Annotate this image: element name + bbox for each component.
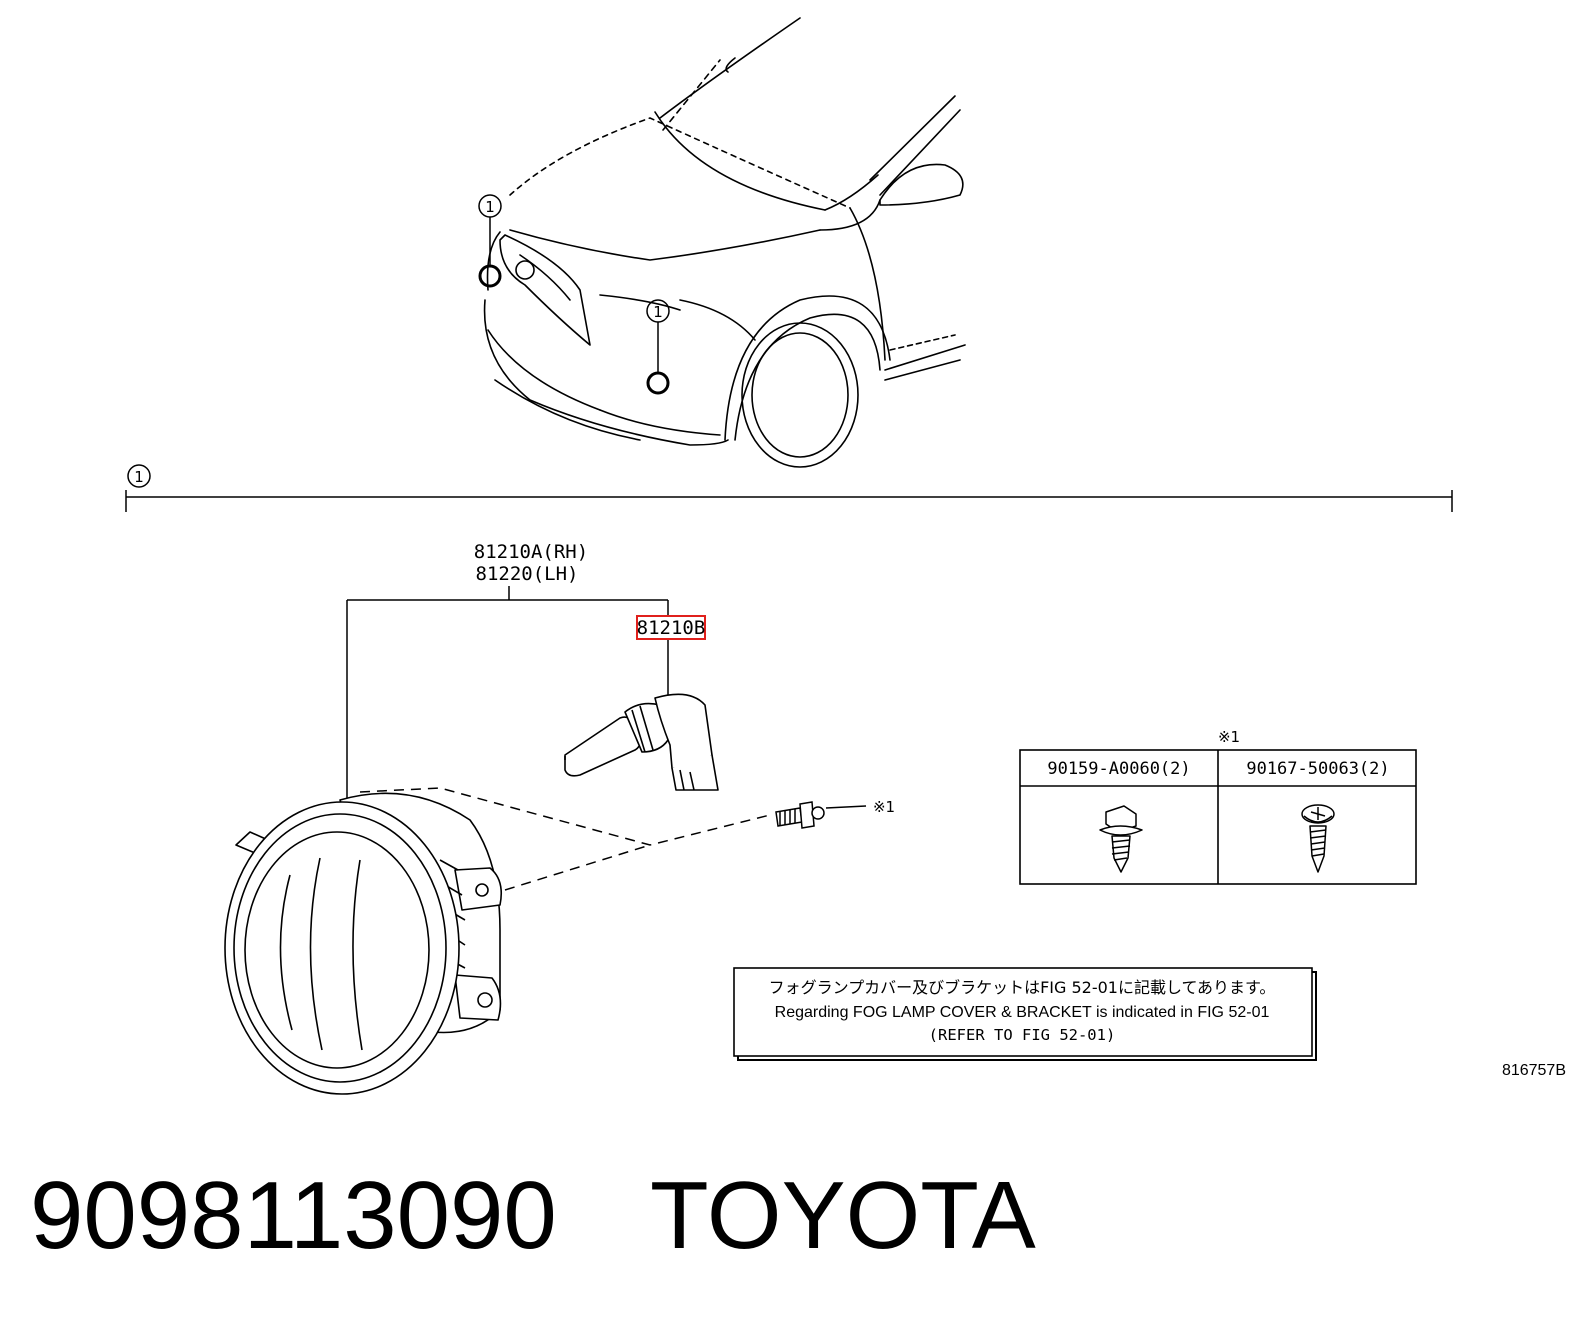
assembly-lines [359, 787, 771, 891]
note-english: Regarding FOG LAMP COVER & BRACKET is in… [775, 1004, 1270, 1021]
fastener-table [1019, 749, 1417, 885]
callout-number-right: 1 [653, 303, 663, 321]
fog-lamp-location-left [478, 264, 502, 288]
section-callout-number: 1 [134, 468, 144, 486]
fastener-part-1: 90159-A0060(2) [1047, 759, 1190, 779]
part-label-bulb: 81210B [637, 617, 706, 639]
screw-icon [775, 801, 825, 829]
section-bracket [125, 464, 1453, 512]
fastener-table-mark: ※1 [1218, 728, 1240, 746]
car-callouts [478, 194, 670, 395]
pan-head-screw-icon [1301, 804, 1335, 873]
screw-reference-mark: ※1 [873, 798, 895, 816]
part-label-lamp-rh: 81210A(RH) [474, 541, 588, 563]
bulb-label-highlight [636, 615, 706, 640]
leader-lines [346, 586, 669, 800]
fog-lamp-location-right [646, 371, 670, 395]
diagram-id: 816757B [1502, 1062, 1566, 1079]
callout-number-left: 1 [485, 198, 495, 216]
fog-lamp-assembly-icon [224, 792, 503, 1095]
car-front-illustration [483, 17, 966, 468]
fastener-part-2: 90167-50063(2) [1246, 759, 1389, 779]
note-box [733, 967, 1317, 1061]
note-reference: (REFER TO FIG 52-01) [929, 1026, 1116, 1044]
caption-brand: TOYOTA [650, 1162, 1036, 1269]
note-japanese: フォグランプカバー及びブラケットはFIG 52-01に記載してあります。 [769, 978, 1276, 997]
part-label-lamp-lh: 81220(LH) [476, 563, 579, 585]
fog-bulb-icon [564, 693, 719, 791]
hex-bolt-icon [1099, 805, 1143, 873]
caption-part-number: 9098113090 [30, 1162, 557, 1269]
